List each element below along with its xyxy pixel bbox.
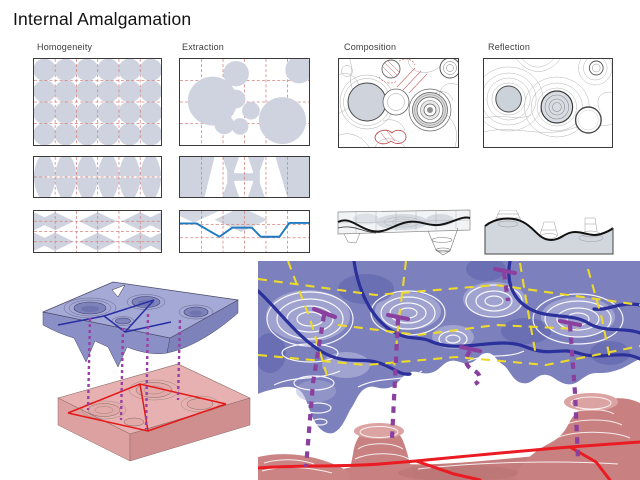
red-dashed-grid <box>180 211 309 252</box>
red-dashed-grid <box>201 157 288 197</box>
red-dashed-grid <box>34 157 161 197</box>
composition-section-figure <box>336 206 472 256</box>
center-circles <box>382 88 410 116</box>
north-arrow-icon <box>111 284 126 298</box>
reflection-panel <box>483 58 613 148</box>
homogeneity-diamond-drawing <box>34 211 161 252</box>
blue-network <box>57 299 172 333</box>
purple-connectors <box>303 266 583 468</box>
iso-model-figure <box>28 262 256 478</box>
red-sketch-fan <box>396 67 428 94</box>
white-circle <box>574 106 602 134</box>
large-gray-crater <box>347 82 387 122</box>
label-reflection: Reflection <box>488 42 531 52</box>
extraction-plan-panel <box>179 58 310 146</box>
section-profile-line <box>180 221 309 238</box>
extraction-profile-drawing <box>180 211 309 252</box>
homogeneity-section-panel <box>33 156 162 198</box>
pink-terrain <box>258 393 640 480</box>
detail-view-figure <box>258 261 640 480</box>
detail-view-drawing <box>258 261 640 480</box>
ghost-diamonds <box>180 211 268 232</box>
purple-connectors <box>86 313 182 430</box>
homogeneity-diamond-panel <box>33 210 162 253</box>
bump-contours <box>81 379 220 420</box>
top-circle-with-red-marks <box>378 59 416 84</box>
lower-stratum-pink <box>57 363 251 462</box>
hanging-funnel <box>343 227 459 256</box>
red-dashed-grid <box>34 59 161 145</box>
reflection-contour-drawing <box>484 59 612 138</box>
label-extraction: Extraction <box>182 42 225 52</box>
homogeneity-plan-panel <box>33 58 162 146</box>
composition-contour-drawing <box>339 59 458 147</box>
extraction-section-panel <box>179 156 310 198</box>
terrain-cut-line <box>484 217 614 242</box>
small-top-circle <box>588 60 604 76</box>
extraction-profile-panel <box>179 210 310 253</box>
upper-stratum-blue <box>41 281 240 368</box>
reflection-section-drawing <box>484 210 614 255</box>
ringed-circle <box>540 90 574 124</box>
extraction-circle-drawing <box>180 59 309 145</box>
yellow-dashed-grid <box>258 261 640 380</box>
label-homogeneity: Homogeneity <box>37 42 93 52</box>
slide-title: Internal Amalgamation <box>13 9 192 29</box>
homogeneity-section-drawing <box>34 157 161 197</box>
iso-model-drawing <box>41 281 251 462</box>
dark-patches <box>258 261 630 373</box>
section-cut-line <box>337 216 471 233</box>
circle-array <box>34 59 161 145</box>
connector-t-caps <box>311 266 583 354</box>
composition-section-drawing <box>337 209 471 256</box>
composition-panel <box>338 58 459 148</box>
red-dashed-grid <box>34 211 161 252</box>
embedded-masses <box>353 213 454 230</box>
gray-filled-circle <box>495 85 522 113</box>
extraction-section-drawing <box>180 157 309 197</box>
red-network <box>258 440 640 480</box>
wireframe-grid <box>337 210 471 233</box>
reflection-section-figure <box>483 210 615 256</box>
label-composition: Composition <box>344 42 397 52</box>
contour-lines <box>484 59 612 138</box>
terrain-bumps <box>87 382 214 427</box>
homogeneity-circle-grid <box>34 59 161 145</box>
gray-masses <box>180 157 309 197</box>
red-outline-blob <box>374 129 407 145</box>
top-right-ring-circle <box>439 59 458 79</box>
selected-circles <box>187 59 309 145</box>
ring-stack-crater <box>408 88 452 132</box>
